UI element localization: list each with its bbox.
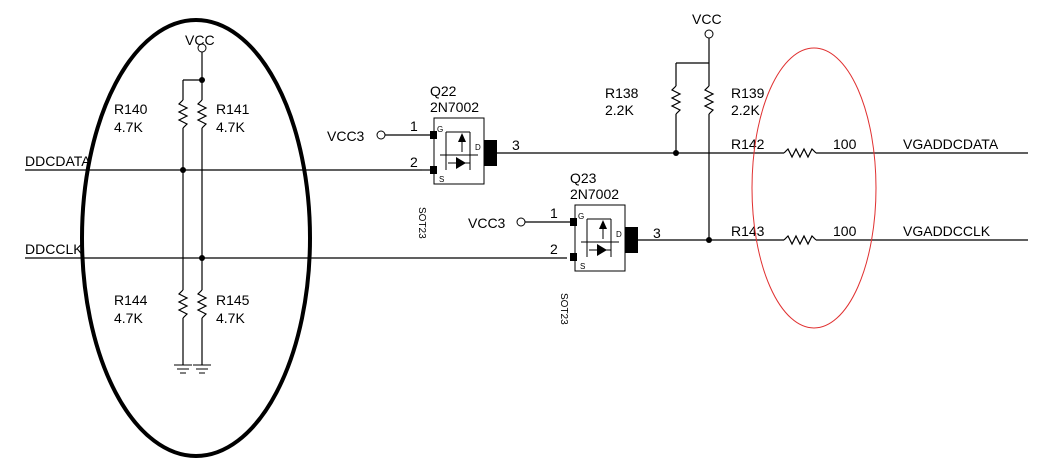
- r138-value: 2.2K: [605, 102, 634, 118]
- resistor-r138: [670, 63, 682, 153]
- q23-ref: Q23: [570, 170, 597, 186]
- q23-source-letter: S: [580, 262, 585, 271]
- vcc-label-left: VCC: [185, 32, 215, 48]
- r139-value: 2.2K: [731, 102, 760, 118]
- q22-part: 2N7002: [430, 99, 479, 115]
- junction-dot: [180, 167, 186, 173]
- resistor-r140: [177, 80, 189, 290]
- highlight-ellipse-right: [751, 47, 877, 329]
- r141-ref: R141: [216, 101, 250, 117]
- q23-pin2: 2: [550, 241, 558, 257]
- resistor-r145: [196, 289, 208, 365]
- r141-value: 4.7K: [216, 119, 245, 135]
- vcc3-port-q22: [376, 130, 386, 140]
- r140-value: 4.7K: [114, 119, 143, 135]
- q22-pin2: 2: [410, 154, 418, 170]
- vcc-symbol-left: [197, 43, 207, 80]
- ddcclk-label: DDCCLK: [25, 241, 83, 257]
- r144-value: 4.7K: [114, 310, 143, 326]
- resistor-r144: [177, 289, 189, 365]
- vcc3-label-q23: VCC3: [468, 215, 506, 231]
- r145-value: 4.7K: [216, 310, 245, 326]
- q22-pin1: 1: [410, 118, 418, 134]
- ground-symbol-left: [174, 364, 192, 374]
- ground-symbol-right: [193, 364, 211, 374]
- q22-pin3: 3: [512, 137, 520, 153]
- vcc3-label-q22: VCC3: [327, 128, 365, 144]
- vcc3-port-q23: [516, 217, 526, 227]
- q23-package: SOT23: [558, 293, 569, 325]
- junction-dot: [673, 150, 679, 156]
- resistor-r139: [703, 63, 715, 240]
- vcc-label-right: VCC: [692, 11, 722, 27]
- r142-ref: R142: [731, 136, 765, 152]
- r144-ref: R144: [114, 292, 148, 308]
- r143-value: 100: [833, 223, 857, 239]
- mosfet-q22: [430, 117, 497, 185]
- q22-source-letter: S: [439, 175, 444, 184]
- r140-ref: R140: [114, 101, 148, 117]
- mosfet-q23: [570, 204, 638, 272]
- q22-gate-letter: G: [437, 125, 443, 134]
- junction-dot: [199, 255, 205, 261]
- resistor-r143: [783, 234, 817, 246]
- resistor-r142: [783, 147, 817, 159]
- q22-package: SOT23: [416, 207, 427, 239]
- q23-drain-letter: D: [616, 230, 622, 239]
- q23-part: 2N7002: [570, 186, 619, 202]
- r142-value: 100: [833, 136, 857, 152]
- r145-ref: R145: [216, 292, 250, 308]
- q23-pin1: 1: [550, 205, 558, 221]
- q22-ref: Q22: [430, 83, 457, 99]
- junction-dot: [706, 237, 712, 243]
- q23-gate-letter: G: [578, 212, 584, 221]
- r138-ref: R138: [605, 85, 639, 101]
- resistor-r141: [196, 80, 208, 290]
- r139-ref: R139: [731, 85, 765, 101]
- ddcdata-label: DDCDATA: [25, 153, 91, 169]
- vgaddcclk-label: VGADDCCLK: [903, 223, 991, 239]
- highlight-ellipse-left: [80, 18, 312, 458]
- vgaddcdata-label: VGADDCDATA: [903, 136, 999, 152]
- r143-ref: R143: [731, 223, 765, 239]
- q23-pin3: 3: [653, 225, 661, 241]
- vcc-symbol-right: [676, 29, 714, 64]
- q22-drain-letter: D: [475, 143, 481, 152]
